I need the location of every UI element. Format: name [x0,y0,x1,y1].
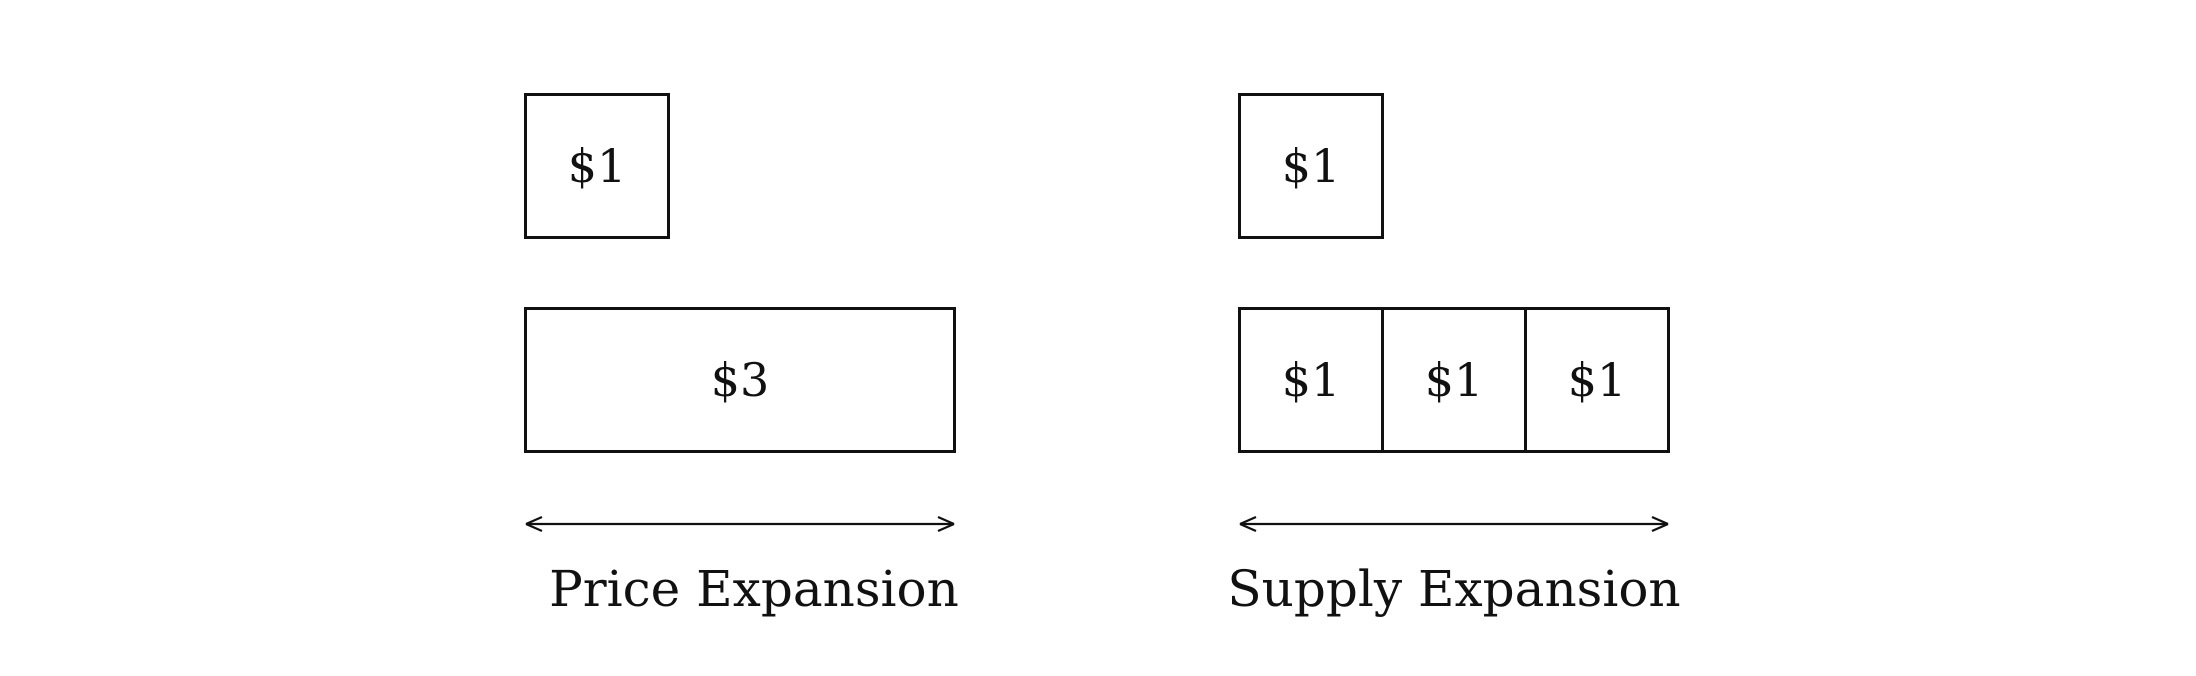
price-top-box: $1 [524,93,670,239]
supply-bottom-box-3: $1 [1524,307,1670,453]
price-bottom-box: $3 [524,307,956,453]
price-double-arrow [525,515,955,533]
price-expansion-caption: Price Expansion [549,560,959,618]
supply-expansion-caption: Supply Expansion [1227,560,1681,618]
supply-double-arrow [1239,515,1669,533]
supply-bottom-box-1: $1 [1238,307,1384,453]
supply-top-box: $1 [1238,93,1384,239]
supply-bottom-box-2: $1 [1381,307,1527,453]
